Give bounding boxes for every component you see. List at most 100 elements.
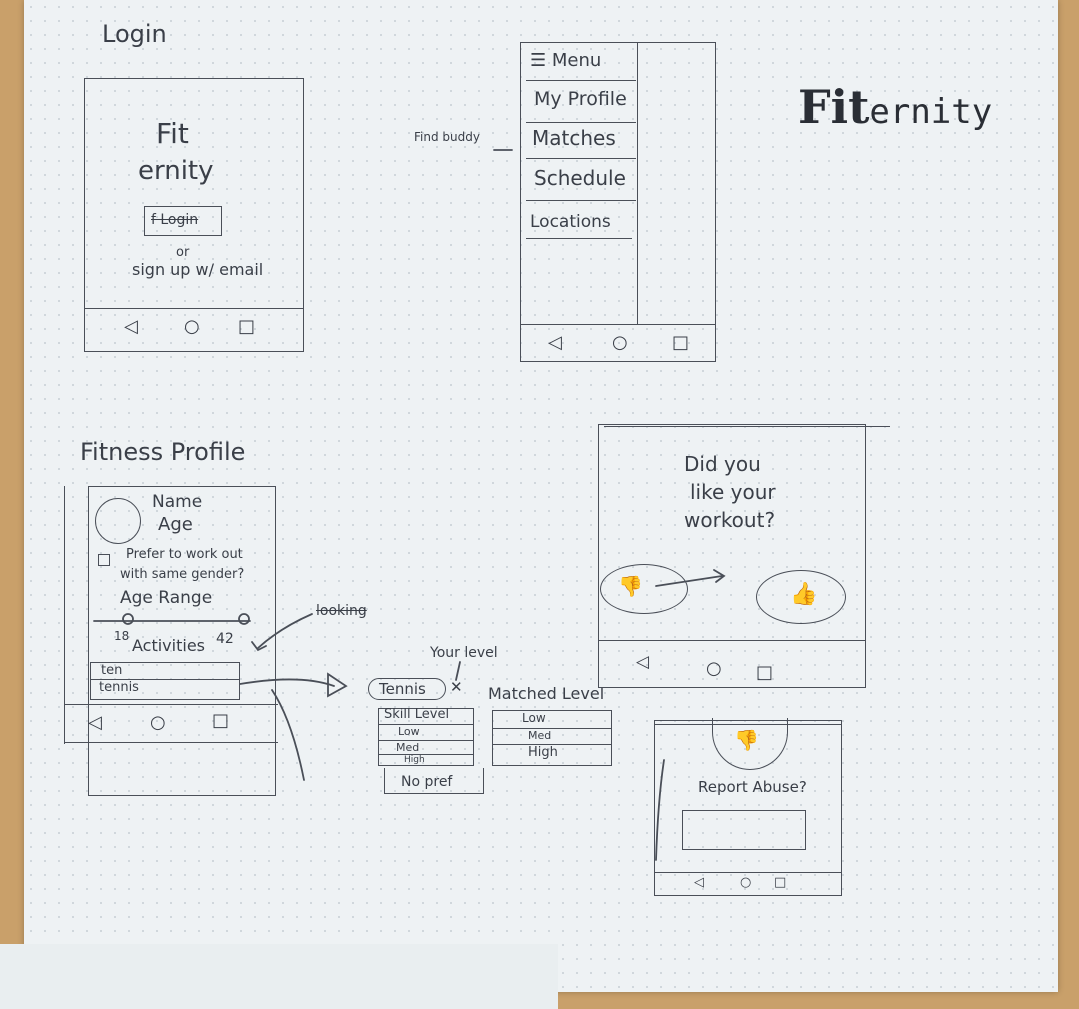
menu-home-icon[interactable]: ○ (612, 332, 628, 353)
avatar[interactable] (95, 498, 141, 544)
activities-label: Activities (132, 636, 205, 655)
report-abuse-title: Report Abuse? (698, 778, 807, 796)
menu-divider-3 (526, 158, 636, 159)
range-max-label: 42 (216, 631, 234, 647)
activity-suggestion[interactable]: tennis (90, 680, 240, 700)
no-pref-option[interactable]: No pref (384, 768, 484, 794)
brand-logo: Fiternity (798, 84, 992, 130)
tennis-arrow (239, 678, 335, 687)
tennis-arrowhead (327, 672, 348, 698)
matched-level-box[interactable] (492, 710, 612, 766)
feedback-question-2: like your (690, 480, 776, 504)
menu-header-label: Menu (551, 50, 602, 71)
feedback-recents-icon[interactable]: □ (756, 662, 774, 683)
thumbs-up-button[interactable] (756, 570, 846, 624)
menu-back-icon[interactable]: ◁ (548, 332, 562, 353)
paper-sheet (24, 0, 1058, 992)
matched-divider-1 (492, 728, 612, 729)
login-phone-frame (84, 78, 304, 352)
matched-option-high[interactable]: High (528, 745, 558, 760)
menu-header: ☰ Menu (530, 52, 601, 70)
login-or-text: or (176, 245, 190, 260)
activity-search-value: ten (101, 663, 123, 678)
login-logo-line1: Fit (156, 117, 189, 150)
feedback-back-icon[interactable]: ◁ (636, 652, 650, 672)
activity-chip-tennis[interactable]: Tennis (368, 678, 446, 700)
brand-ernity: ernity (869, 92, 993, 132)
report-home-icon[interactable]: ○ (740, 875, 752, 890)
range-min-label: 18 (114, 629, 130, 643)
paper-corner (0, 944, 558, 1009)
signup-email-link[interactable]: sign up w/ email (132, 260, 264, 279)
your-level-note: Your level (430, 645, 498, 661)
crossed-note: looking (316, 603, 367, 619)
feedback-question-3: workout? (684, 508, 776, 532)
profile-back-icon[interactable]: ◁ (88, 712, 102, 733)
feedback-phone-frame (598, 424, 866, 688)
report-recents-icon[interactable]: □ (774, 875, 787, 890)
report-side-mark (655, 759, 665, 861)
age-range-slider-min-handle (122, 613, 134, 625)
stray-curve (271, 689, 305, 781)
skill-level-box[interactable] (378, 708, 474, 766)
feedback-home-icon[interactable]: ○ (706, 658, 722, 679)
profile-nav-divider (64, 704, 278, 705)
same-gender-label-1: Prefer to work out (126, 547, 243, 562)
profile-phone-frame (88, 486, 276, 796)
login-home-icon[interactable]: ○ (184, 316, 200, 337)
activity-suggestion-label: tennis (99, 680, 139, 695)
same-gender-label-2: with same gender? (120, 567, 245, 582)
activity-search-input[interactable]: ten (90, 662, 240, 680)
remove-activity-icon[interactable]: ✕ (450, 678, 463, 696)
feedback-question-1: Did you (684, 452, 761, 476)
report-back-icon[interactable]: ◁ (694, 875, 704, 890)
thumbs-down-button[interactable] (600, 564, 688, 614)
menu-drawer-edge (637, 42, 638, 324)
age-range-label: Age Range (120, 588, 213, 608)
facebook-login-label: f Login (151, 212, 199, 228)
skill-divider-2 (378, 740, 474, 741)
profile-home-icon[interactable]: ○ (150, 712, 166, 733)
profile-sketch-title: Fitness Profile (80, 438, 246, 466)
age-range-slider-max-handle (238, 613, 250, 625)
menu-recents-icon[interactable]: □ (672, 332, 690, 353)
report-nav-divider (654, 872, 842, 873)
menu-item-schedule[interactable]: Schedule (534, 166, 626, 190)
matched-option-med[interactable]: Med (528, 729, 552, 742)
report-dislike-icon: 👎 (734, 728, 759, 752)
hamburger-icon[interactable]: ☰ (530, 50, 552, 71)
login-nav-divider (84, 308, 304, 309)
profile-recents-icon[interactable]: □ (212, 710, 230, 731)
skill-option-med[interactable]: Med (396, 741, 420, 754)
menu-phone-frame (520, 42, 716, 362)
menu-divider-4 (526, 200, 636, 201)
profile-age-label: Age (158, 514, 193, 535)
no-pref-label: No pref (401, 774, 453, 790)
your-level-pointer (455, 661, 461, 681)
menu-item-locations[interactable]: Locations (530, 212, 611, 232)
menu-item-matches[interactable]: Matches (532, 126, 616, 150)
matched-divider-2 (492, 744, 612, 745)
login-logo-line2: ernity (138, 156, 214, 186)
brand-fit: Fit (798, 80, 870, 134)
profile-left-edge (64, 486, 65, 744)
login-back-icon[interactable]: ◁ (124, 316, 138, 337)
skill-option-high[interactable]: High (404, 755, 425, 765)
menu-item-my-profile[interactable]: My Profile (534, 88, 627, 110)
feedback-top-line (604, 426, 890, 427)
skill-level-label: Skill Level (384, 707, 450, 722)
skill-divider-3 (378, 754, 474, 755)
login-sketch-title: Login (102, 20, 167, 48)
matched-level-label: Matched Level (488, 684, 605, 703)
menu-divider-5 (526, 238, 632, 239)
same-gender-checkbox[interactable] (98, 554, 110, 566)
facebook-login-button[interactable]: f Login (144, 206, 222, 236)
menu-divider-2 (526, 122, 636, 123)
activity-chip-label: Tennis (379, 680, 426, 698)
skill-option-low[interactable]: Low (398, 725, 420, 738)
report-abuse-input[interactable] (682, 810, 806, 850)
login-recents-icon[interactable]: □ (238, 316, 256, 337)
menu-nav-divider (520, 324, 716, 325)
matched-option-low[interactable]: Low (522, 711, 546, 725)
